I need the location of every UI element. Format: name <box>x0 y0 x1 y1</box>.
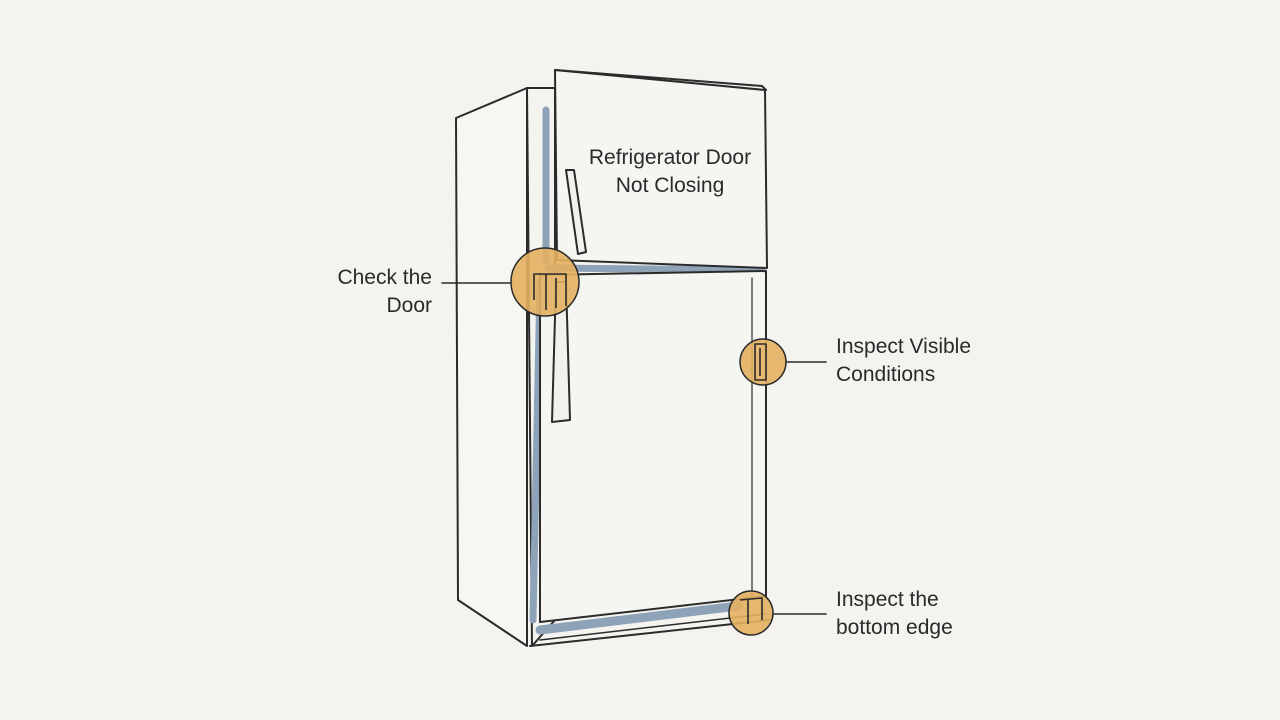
bottom-hinge-detail <box>739 597 763 624</box>
gasket-middle <box>544 264 766 274</box>
gasket-bottom <box>535 601 743 635</box>
callout-inspect-visible: Inspect Visible Conditions <box>836 333 971 389</box>
highlight-markers <box>510 247 787 636</box>
freezer-door <box>554 69 768 269</box>
bottom-highlight <box>728 590 774 636</box>
diagram-title: Refrigerator Door Not Closing <box>570 144 770 200</box>
title-line-1: Refrigerator Door <box>588 146 752 169</box>
visible-highlight <box>739 338 787 386</box>
callout-door-line-2: Door <box>386 294 432 317</box>
callout-visible-line-1: Inspect Visible <box>836 335 972 358</box>
door-highlight <box>510 247 580 317</box>
fridge-base <box>529 619 771 647</box>
callout-door-line-1: Check the <box>337 266 432 289</box>
callout-inspect-bottom: Inspect the bottom edge <box>836 586 953 642</box>
fridge-side-panel <box>455 87 528 647</box>
fresh-food-door <box>539 270 767 623</box>
title-line-2: Not Closing <box>615 174 725 197</box>
callout-bottom-line-2: bottom edge <box>836 616 953 639</box>
callout-bottom-line-1: Inspect the <box>836 588 939 611</box>
callout-visible-line-2: Conditions <box>836 363 936 386</box>
callout-check-door: Check the Door <box>300 264 432 320</box>
freezer-handle <box>565 169 587 255</box>
gasket-left <box>529 106 550 624</box>
door-latch-detail <box>533 273 567 310</box>
hinge-detail <box>754 343 767 381</box>
